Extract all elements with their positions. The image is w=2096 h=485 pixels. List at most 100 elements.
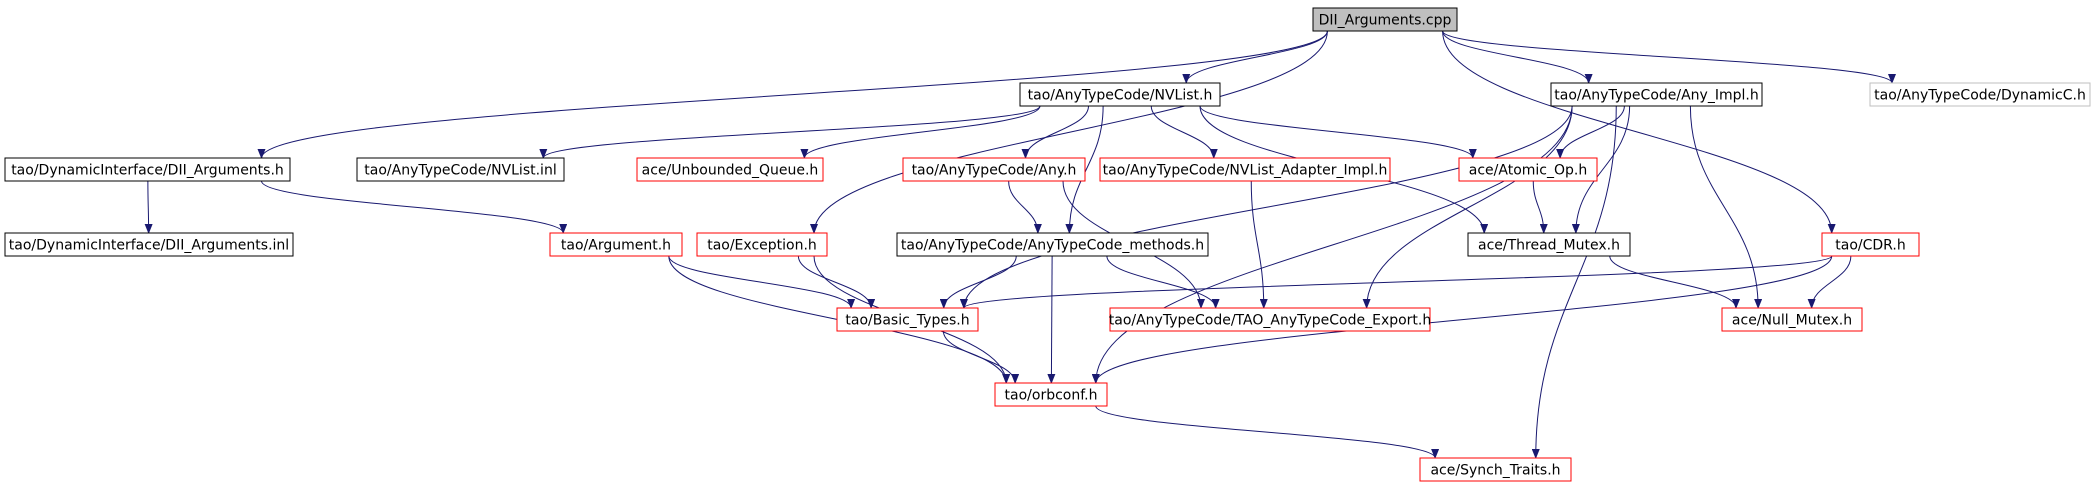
edge-nvlist_h-to-atc_methods xyxy=(1065,105,1104,234)
node-label: tao/AnyTypeCode/Any.h xyxy=(912,163,1077,179)
node-nvlist_inl[interactable]: tao/AnyTypeCode/NVList.inl xyxy=(356,157,565,182)
edge-orbconf-to-synch_traits xyxy=(1095,405,1439,459)
node-box xyxy=(4,232,294,257)
edge-root-to-dii_args_h xyxy=(257,30,1328,159)
edge-any_h-to-atc_methods xyxy=(1008,180,1042,234)
node-label: ace/Unbounded_Queue.h xyxy=(642,163,819,179)
node-box xyxy=(696,232,828,257)
node-label: DII_Arguments.cpp xyxy=(1319,13,1452,29)
node-box xyxy=(836,307,979,332)
node-label: tao/DynamicInterface/DII_Arguments.inl xyxy=(9,238,289,254)
node-label: tao/CDR.h xyxy=(1835,238,1905,254)
node-box xyxy=(356,157,565,182)
node-label: ace/Atomic_Op.h xyxy=(1469,163,1587,179)
node-box xyxy=(1869,82,2091,107)
edge-atc_methods-to-basic_types xyxy=(939,255,1017,309)
node-label: tao/Argument.h xyxy=(561,238,671,254)
node-box xyxy=(1458,157,1598,182)
node-label: tao/AnyTypeCode/NVList_Adapter_Impl.h xyxy=(1103,163,1388,179)
edge-argument_h-to-basic_types xyxy=(668,255,856,309)
node-box xyxy=(1419,457,1572,482)
edge-dii_args_h-to-argument_h xyxy=(261,180,568,234)
node-orbconf[interactable]: tao/orbconf.h xyxy=(994,382,1108,407)
node-argument_h[interactable]: tao/Argument.h xyxy=(549,232,683,257)
node-atc_methods[interactable]: tao/AnyTypeCode/AnyTypeCode_methods.h xyxy=(896,232,1209,257)
node-any_h[interactable]: tao/AnyTypeCode/Any.h xyxy=(902,157,1086,182)
edge-dii_args_h-to-dii_args_inl xyxy=(144,180,153,234)
node-box xyxy=(1550,82,1763,107)
node-box xyxy=(1312,7,1458,32)
node-nvlist_adapter[interactable]: tao/AnyTypeCode/NVList_Adapter_Impl.h xyxy=(1099,157,1391,182)
node-box xyxy=(1099,157,1391,182)
node-label: tao/AnyTypeCode/NVList.inl xyxy=(364,163,556,179)
edge-any_impl_h-to-orbconf xyxy=(1091,105,1573,384)
node-dii_args_inl[interactable]: tao/DynamicInterface/DII_Arguments.inl xyxy=(4,232,294,257)
edge-any_impl_h-to-synch_traits xyxy=(1531,105,1617,459)
node-nvlist_h[interactable]: tao/AnyTypeCode/NVList.h xyxy=(1019,82,1221,107)
node-label: tao/AnyTypeCode/TAO_AnyTypeCode_Export.h xyxy=(1109,313,1432,329)
node-box xyxy=(896,232,1209,257)
node-null_mutex[interactable]: ace/Null_Mutex.h xyxy=(1721,307,1863,332)
edge-atc_methods-to-atc_export xyxy=(1106,255,1220,309)
edge-cdr_h-to-null_mutex xyxy=(1807,255,1852,309)
node-label: tao/AnyTypeCode/Any_Impl.h xyxy=(1554,88,1758,104)
node-label: tao/AnyTypeCode/NVList.h xyxy=(1028,88,1213,104)
edge-cdr_h-to-basic_types xyxy=(960,255,1833,309)
node-unbounded_queue[interactable]: ace/Unbounded_Queue.h xyxy=(636,157,824,182)
edge-any_impl_h-to-null_mutex xyxy=(1689,105,1763,309)
edge-cdr_h-to-orbconf xyxy=(1091,255,1833,384)
node-thread_mutex[interactable]: ace/Thread_Mutex.h xyxy=(1467,232,1631,257)
edge-nvlist_h-to-unbounded_queue xyxy=(800,105,1041,159)
node-box xyxy=(994,382,1108,407)
node-label: tao/AnyTypeCode/DynamicC.h xyxy=(1874,88,2086,104)
node-label: tao/DynamicInterface/DII_Arguments.h xyxy=(11,163,284,179)
node-synch_traits[interactable]: ace/Synch_Traits.h xyxy=(1419,457,1572,482)
edge-root-to-nvlist_h xyxy=(1182,30,1328,84)
node-cdr_h[interactable]: tao/CDR.h xyxy=(1821,232,1920,257)
node-box xyxy=(4,157,291,182)
node-box xyxy=(1821,232,1920,257)
node-label: tao/AnyTypeCode/AnyTypeCode_methods.h xyxy=(901,238,1204,254)
edge-thread_mutex-to-null_mutex xyxy=(1609,255,1740,309)
node-label: tao/Exception.h xyxy=(707,238,817,254)
edge-root-to-any_impl_h xyxy=(1442,30,1593,84)
edge-exception_h-to-basic_types xyxy=(797,255,876,309)
node-label: tao/Basic_Types.h xyxy=(845,313,969,329)
node-dynamicc_h[interactable]: tao/AnyTypeCode/DynamicC.h xyxy=(1869,82,2091,107)
node-label: ace/Synch_Traits.h xyxy=(1430,463,1560,479)
node-box xyxy=(1019,82,1221,107)
node-dii_args_h[interactable]: tao/DynamicInterface/DII_Arguments.h xyxy=(4,157,291,182)
edge-any_impl_h-to-atc_export xyxy=(1362,105,1573,309)
edge-root-to-dynamicc_h xyxy=(1442,30,1896,84)
node-exception_h[interactable]: tao/Exception.h xyxy=(696,232,828,257)
edge-nvlist_h-to-nvlist_inl xyxy=(539,105,1041,159)
node-box xyxy=(1467,232,1631,257)
edge-nvlist_h-to-atomic_op xyxy=(1199,105,1477,159)
node-root[interactable]: DII_Arguments.cpp xyxy=(1312,7,1458,32)
edge-any_impl_h-to-thread_mutex xyxy=(1571,105,1631,234)
edge-root-to-cdr_h xyxy=(1442,30,1836,234)
edge-any_impl_h-to-atomic_op xyxy=(1556,105,1625,159)
edge-nvlist_adapter-to-atc_export xyxy=(1250,180,1268,309)
node-box xyxy=(902,157,1086,182)
node-box xyxy=(1109,307,1431,332)
node-box xyxy=(636,157,824,182)
node-box xyxy=(549,232,683,257)
edge-basic_types-to-orbconf xyxy=(942,330,1020,384)
edge-root-to-exception_h xyxy=(810,30,1328,234)
node-box xyxy=(1721,307,1863,332)
node-any_impl_h[interactable]: tao/AnyTypeCode/Any_Impl.h xyxy=(1550,82,1763,107)
edge-nvlist_h-to-nvlist_adapter xyxy=(1150,105,1218,159)
node-label: tao/orbconf.h xyxy=(1005,388,1098,404)
edge-any_impl_h-to-basic_types xyxy=(959,105,1573,309)
edge-atc_methods-to-orbconf xyxy=(1047,255,1056,384)
node-atc_export[interactable]: tao/AnyTypeCode/TAO_AnyTypeCode_Export.h xyxy=(1109,307,1432,332)
node-atomic_op[interactable]: ace/Atomic_Op.h xyxy=(1458,157,1598,182)
edge-nvlist_h-to-any_h xyxy=(1021,105,1089,159)
node-label: ace/Thread_Mutex.h xyxy=(1478,238,1620,254)
edge-atomic_op-to-thread_mutex xyxy=(1532,180,1548,234)
nodes-layer: DII_Arguments.cpp tao/AnyTypeCode/NVList.… xyxy=(4,7,2091,482)
node-label: ace/Null_Mutex.h xyxy=(1732,313,1852,329)
node-basic_types[interactable]: tao/Basic_Types.h xyxy=(836,307,979,332)
